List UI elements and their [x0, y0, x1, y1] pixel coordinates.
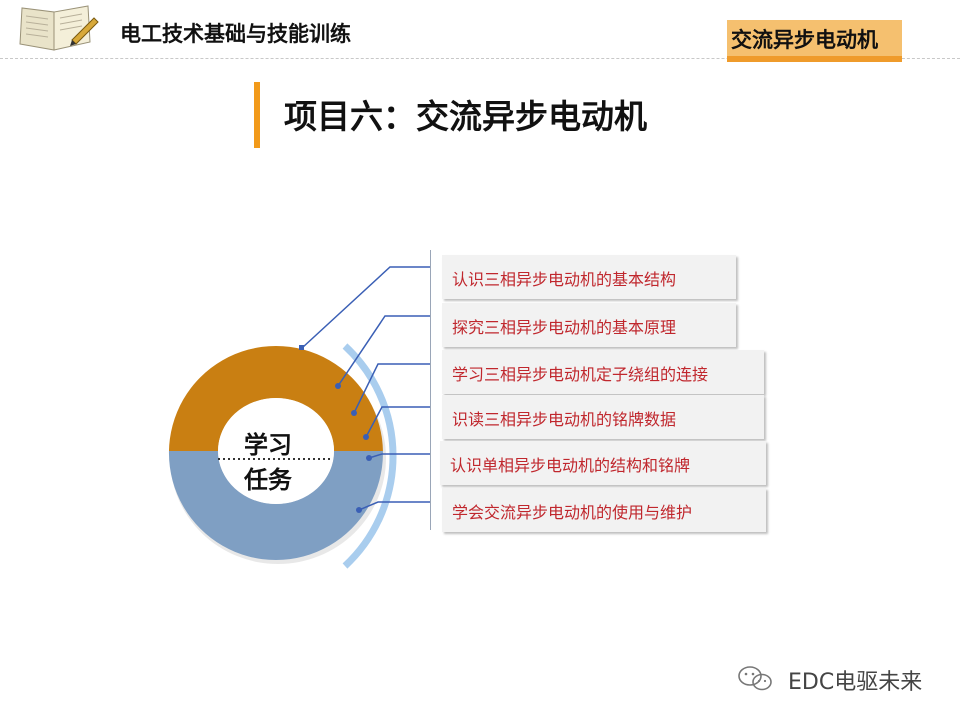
task-item-label: 探究三相异步电动机的基本原理: [452, 318, 677, 337]
chapter-tag-underline: [727, 56, 902, 62]
title-accent-bar: [254, 82, 260, 148]
outer-arc: [342, 343, 397, 569]
wechat-icon: [738, 666, 772, 691]
task-item-label: 学会交流异步电动机的使用与维护: [452, 503, 693, 522]
item-connector-line: [430, 250, 431, 530]
center-label-line1: 学习: [244, 431, 292, 459]
donut-top-segment: [169, 346, 383, 451]
header-divider: [0, 58, 960, 59]
book-logo-icon: [19, 5, 99, 51]
donut-center: [218, 398, 334, 504]
task-item-5: 认识单相异步电动机的结构和铭牌: [440, 441, 766, 485]
task-item-4: 识读三相异步电动机的铭牌数据: [442, 395, 764, 439]
footer-brand: EDC电驱未来: [788, 670, 923, 695]
task-item-label: 学习三相异步电动机定子绕组的连接: [452, 365, 709, 384]
page-title: 项目六：交流异步电动机: [284, 97, 647, 136]
chapter-tag: 交流异步电动机: [727, 20, 902, 62]
task-item-1: 认识三相异步电动机的基本结构: [442, 255, 736, 299]
connector-dots: [299, 345, 372, 513]
task-item-6: 学会交流异步电动机的使用与维护: [442, 488, 766, 532]
connector-lines: [301, 266, 430, 511]
chapter-tag-label: 交流异步电动机: [731, 28, 878, 52]
task-item-label: 识读三相异步电动机的铭牌数据: [452, 410, 677, 429]
task-item-label: 认识单相异步电动机的结构和铭牌: [450, 456, 691, 475]
task-item-3: 学习三相异步电动机定子绕组的连接: [442, 350, 764, 394]
course-title: 电工技术基础与技能训练: [120, 22, 351, 46]
task-item-2: 探究三相异步电动机的基本原理: [442, 303, 736, 347]
center-label-line2: 任务: [244, 466, 292, 494]
donut-bottom-segment: [169, 451, 383, 560]
task-item-label: 认识三相异步电动机的基本结构: [452, 270, 677, 289]
